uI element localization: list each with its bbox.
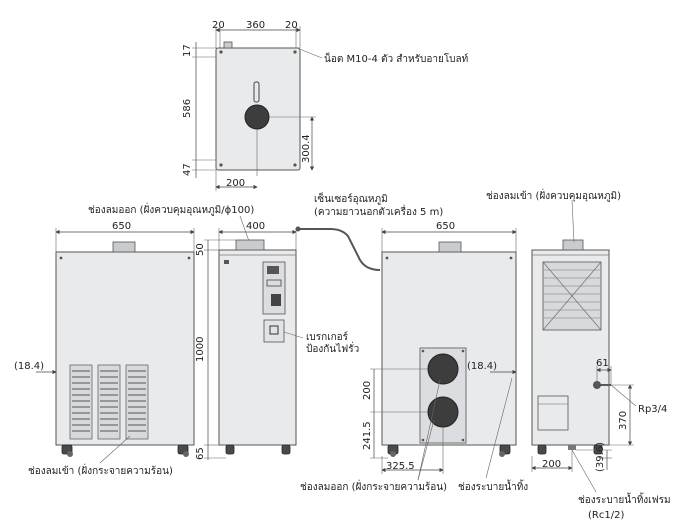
dim-top-width: 360 <box>246 20 265 31</box>
dim-rear-offset: (18.4) <box>467 361 497 372</box>
dim-right-61: 61 <box>596 358 609 369</box>
dim-right-200: 200 <box>542 459 561 470</box>
label-inlet-top: ช่องลมเข้า (ฝั่งควบคุมอุณหภูมิ) <box>486 188 621 202</box>
sensor-cable: เซ็นเซอร์อุณหภูมิ (ความยาวนอกตัวเครื่อง … <box>295 191 443 271</box>
dim-rear-width: 650 <box>436 221 455 232</box>
dim-left-offset: (18.4) <box>14 361 44 372</box>
label-frame-drain-2: (Rc1/2) <box>588 510 624 521</box>
label-inlet-bottom: ช่องลมเข้า (ฝั่งกระจายความร้อน) <box>28 463 173 477</box>
top-view: 20 360 20 17 586 47 300.4 200 น็อต M10-4… <box>182 20 468 191</box>
right-view: 61 370 200 (39.6) ช่องลมเข้า (ฝั่งควบคุม… <box>486 188 671 521</box>
label-frame-drain-1: ช่องระบายน้ำทิ้งเฟรม <box>578 492 671 506</box>
dim-top-left: 20 <box>212 20 225 31</box>
dim-right-39-6: (39.6) <box>595 442 606 472</box>
dim-rear-hole-height: 241.5 <box>362 421 373 450</box>
label-sensor-1: เซ็นเซอร์อุณหภูมิ <box>314 191 388 205</box>
label-breaker-1: เบรกเกอร์ <box>306 331 349 343</box>
label-rp: Rp3/4 <box>638 404 667 415</box>
dim-top-hole-offset: 300.4 <box>301 134 312 163</box>
top-port-circle <box>244 104 270 130</box>
label-bolt-note: น็อต M10-4 ตัว สำหรับอายโบลท์ <box>324 51 468 65</box>
dim-rear-hole-x: 325.5 <box>386 461 415 472</box>
dim-top-bottom-width: 200 <box>226 178 245 189</box>
dim-rear-hole-spacing: 200 <box>362 381 373 400</box>
dim-side-width: 400 <box>246 221 265 232</box>
dim-side-body: 1000 <box>195 337 206 362</box>
dim-side-foot: 65 <box>195 447 206 460</box>
dim-top-height: 586 <box>182 99 193 118</box>
rear-view: 650 (18.4) 200 241.5 325.5 ช่องลมออก (ฝั… <box>300 221 528 493</box>
label-outlet-top: ช่องลมออก (ฝั่งควบคุมอุณหภูมิ/ϕ100) <box>88 202 254 216</box>
front-view: 650 (18.4) ช่องลมเข้า (ฝั่งกระจายความร้อ… <box>14 221 195 477</box>
dim-top-right: 20 <box>285 20 298 31</box>
front-vents <box>69 364 149 440</box>
label-drain: ช่องระบายน้ำทิ้ง <box>458 479 528 493</box>
label-outlet-bottom: ช่องลมออก (ฝั่งกระจายความร้อน) <box>300 479 447 493</box>
rear-fan-upper <box>427 353 459 385</box>
rear-fan-lower <box>427 396 459 428</box>
dim-side-top: 50 <box>195 243 206 256</box>
dim-right-370: 370 <box>618 411 629 430</box>
dim-top-lower: 47 <box>182 163 193 176</box>
side-view: 400 50 1000 65 เบรกเกอร์ ป้องกันไฟรั่ว <box>195 221 359 460</box>
dim-top-upper: 17 <box>182 44 193 57</box>
control-panel <box>262 261 286 343</box>
dim-front-width: 650 <box>112 221 131 232</box>
label-sensor-2: (ความยาวนอกตัวเครื่อง 5 m) <box>314 204 443 218</box>
label-breaker-2: ป้องกันไฟรั่ว <box>306 341 359 355</box>
